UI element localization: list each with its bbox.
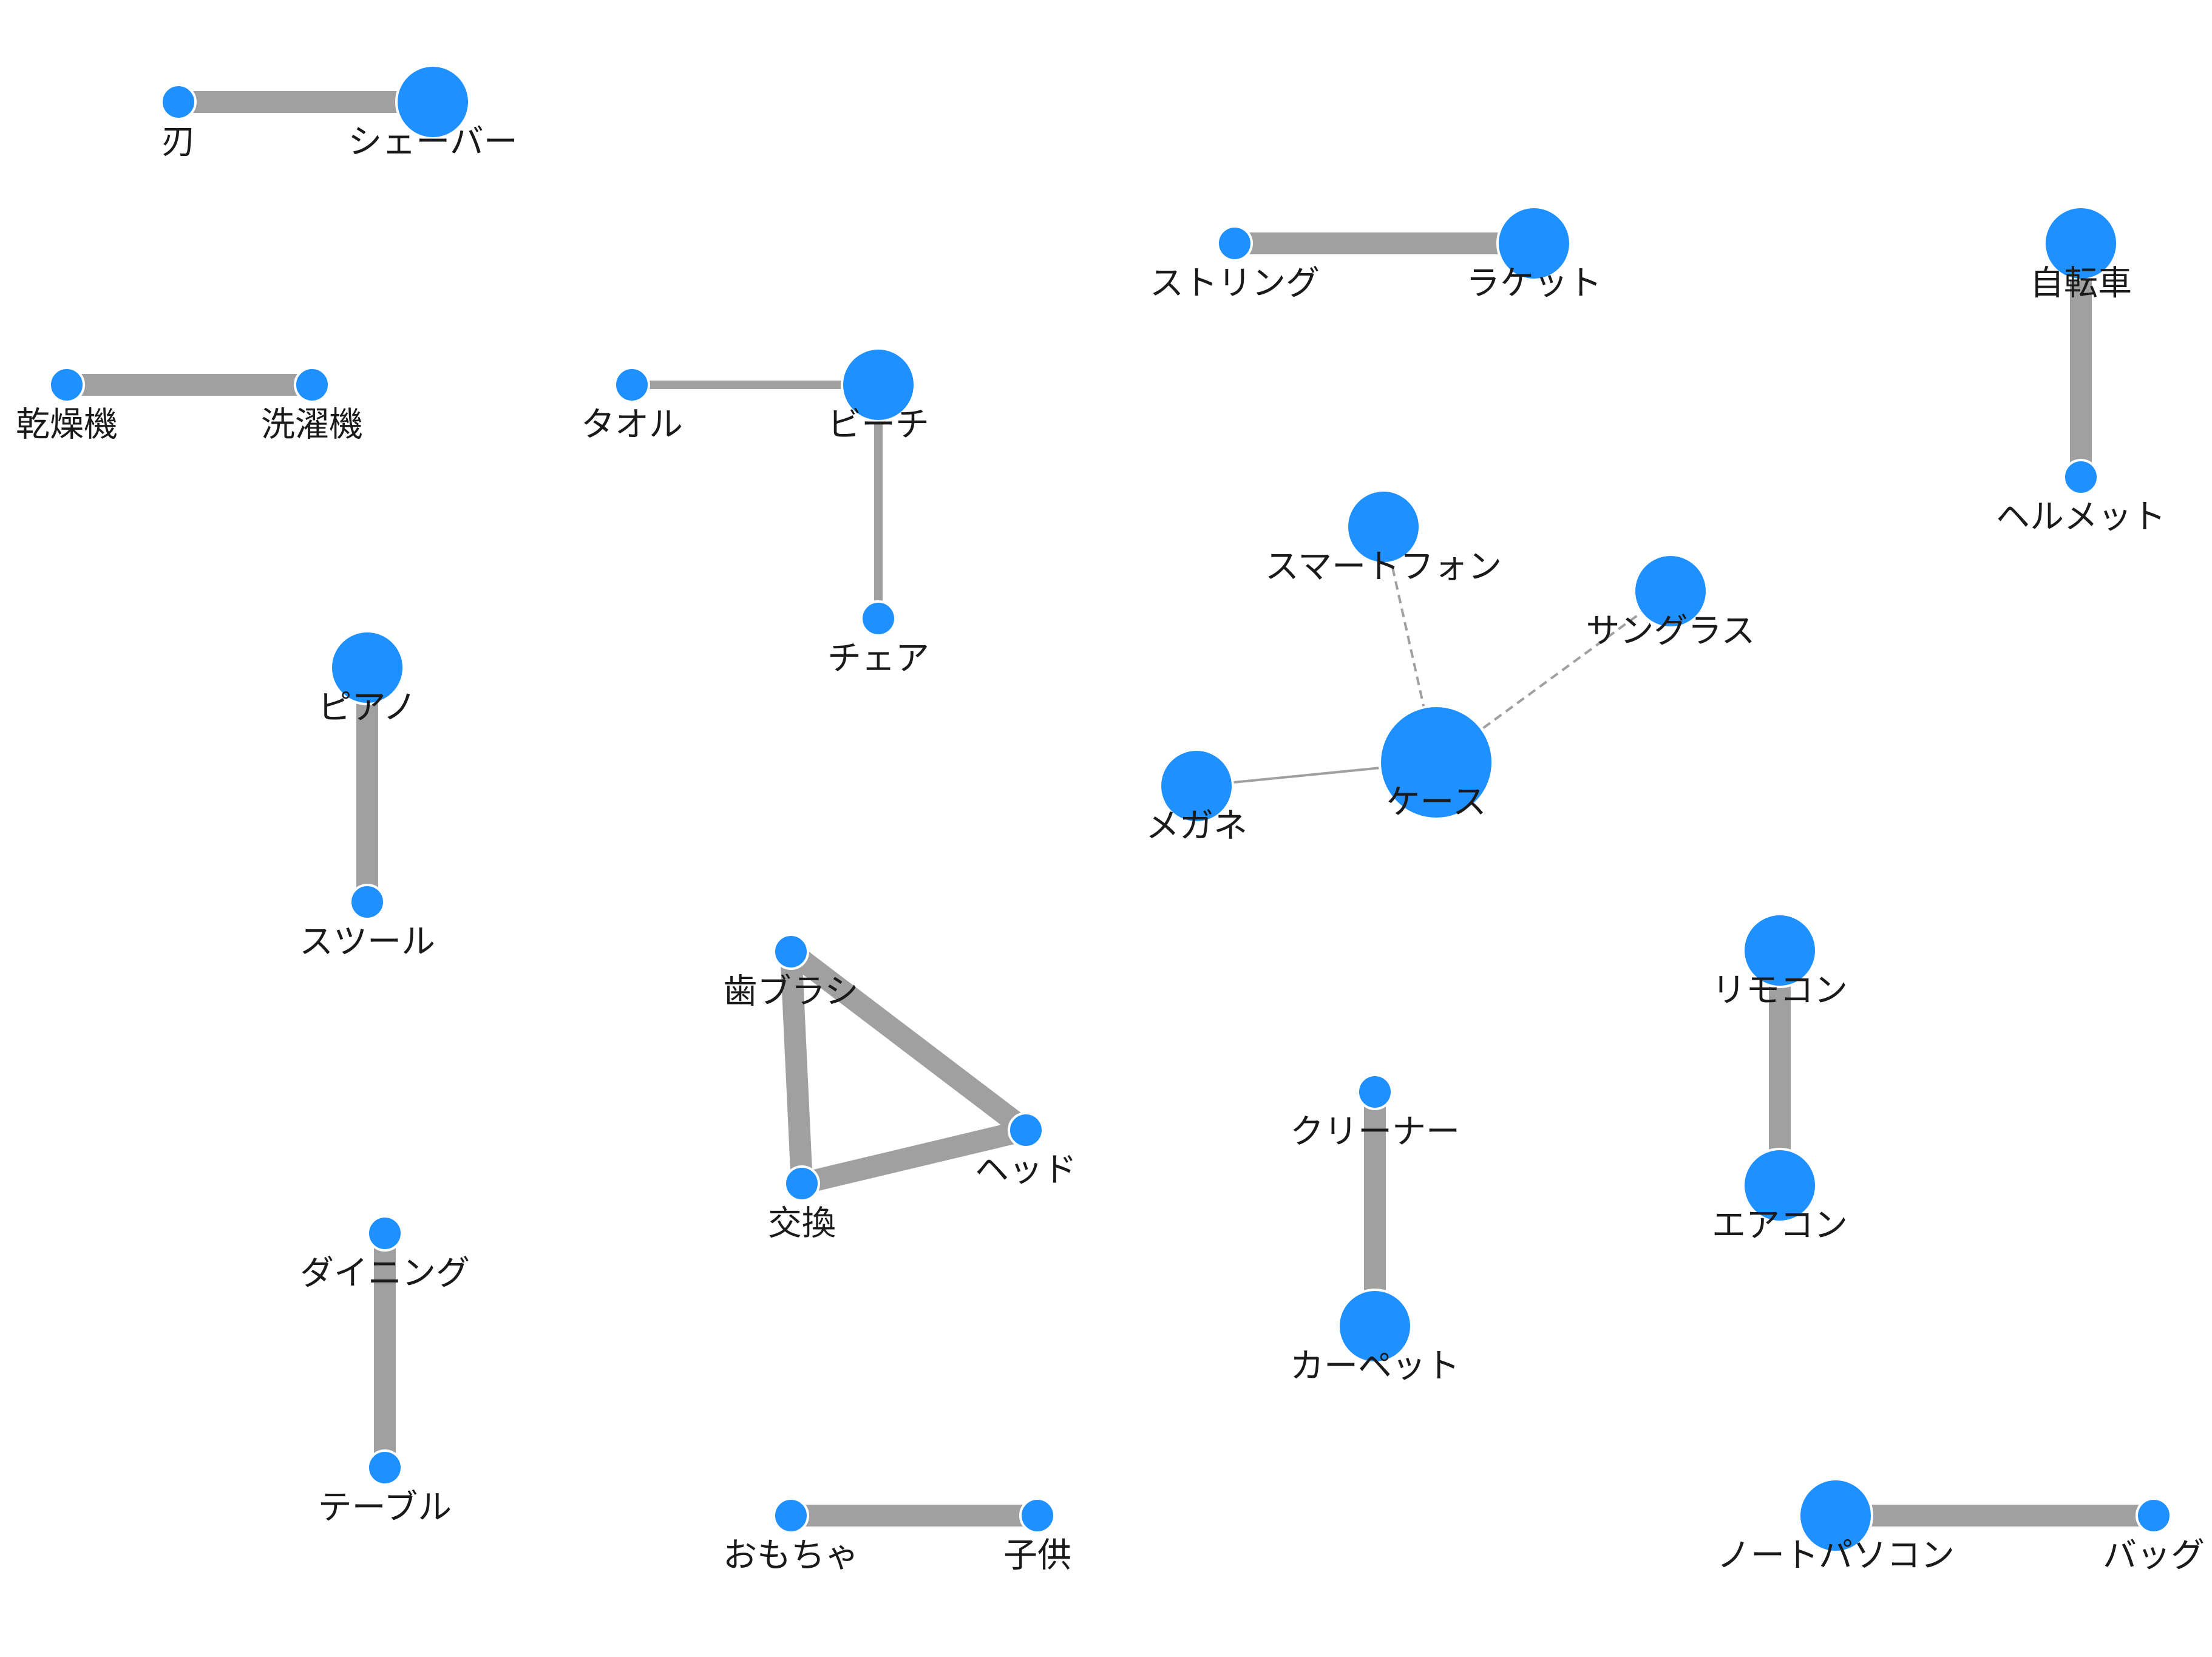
node-helmet[interactable]: [2063, 459, 2099, 495]
node-label-carpet: カーペット: [1290, 1347, 1460, 1386]
node-aircon[interactable]: [1742, 1148, 1817, 1223]
edge-toothbrush-head: [784, 943, 1033, 1139]
node-label-toy: おもちゃ: [723, 1536, 859, 1576]
node-label-washer: 洗濯機: [261, 405, 363, 445]
node-label-laptop: ノートパソコン: [1717, 1536, 1955, 1576]
node-towel[interactable]: [614, 367, 650, 403]
edge-layer: [67, 91, 2154, 1527]
node-label-beach: ビーチ: [827, 405, 929, 445]
node-toothbrush[interactable]: [773, 934, 809, 970]
node-carpet[interactable]: [1337, 1289, 1413, 1364]
node-label-replace: 交換: [768, 1204, 836, 1244]
node-stool[interactable]: [349, 884, 385, 920]
node-smartphone[interactable]: [1346, 489, 1421, 564]
node-label-glasses: メガネ: [1145, 807, 1247, 846]
node-racket[interactable]: [1496, 206, 1572, 281]
node-head[interactable]: [1008, 1112, 1044, 1148]
node-label-table: テーブル: [318, 1488, 452, 1528]
node-child[interactable]: [1019, 1497, 1056, 1534]
node-label-bag: バッグ: [2103, 1536, 2205, 1576]
node-sunglasses[interactable]: [1633, 554, 1708, 629]
node-label-head: ヘッド: [975, 1151, 1077, 1190]
node-label-helmet: ヘルメット: [1996, 498, 2166, 537]
node-label-stool: スツール: [299, 923, 435, 962]
node-bicycle[interactable]: [2043, 206, 2119, 281]
node-label-sunglasses: サングラス: [1586, 612, 1756, 651]
node-piano[interactable]: [330, 630, 405, 705]
node-label-case: ケース: [1386, 783, 1486, 822]
node-table[interactable]: [367, 1449, 403, 1486]
node-label-piano: ピアノ: [318, 688, 417, 728]
node-glasses[interactable]: [1159, 748, 1234, 824]
node-toy[interactable]: [773, 1497, 809, 1534]
node-laptop[interactable]: [1798, 1478, 1873, 1553]
node-label-remote: リモコン: [1712, 971, 1848, 1011]
node-case[interactable]: [1379, 705, 1494, 820]
node-label-blade: 刃: [161, 123, 195, 162]
node-string[interactable]: [1216, 225, 1253, 262]
node-label-smartphone: スマートフォン: [1265, 547, 1502, 587]
edge-replace-head: [799, 1119, 1029, 1194]
node-label-string: ストリング: [1150, 264, 1320, 303]
edge-toothbrush-replace: [780, 951, 813, 1184]
node-cleaner[interactable]: [1357, 1074, 1393, 1110]
node-label-aircon: エアコン: [1712, 1206, 1848, 1245]
node-label-dryer: 乾燥機: [16, 405, 118, 445]
node-label-dining: ダイニング: [300, 1254, 470, 1293]
node-bag[interactable]: [2136, 1497, 2172, 1534]
node-blade[interactable]: [160, 84, 197, 120]
node-replace[interactable]: [784, 1165, 820, 1202]
node-washer[interactable]: [294, 367, 330, 403]
node-label-towel: タオル: [581, 405, 683, 445]
node-label-racket: ラケット: [1466, 264, 1602, 303]
node-label-shaver: シェーバー: [348, 123, 517, 162]
node-beach[interactable]: [841, 347, 916, 422]
node-dryer[interactable]: [49, 367, 85, 403]
node-label-bicycle: 自転車: [2030, 264, 2132, 303]
node-shaver[interactable]: [395, 64, 470, 140]
node-label-toothbrush: 歯ブラシ: [724, 972, 859, 1012]
node-label-child: 子供: [1003, 1536, 1071, 1576]
node-layer: [49, 64, 2172, 1553]
node-label-chair: チェア: [827, 639, 929, 679]
node-label-cleaner: クリーナー: [1290, 1113, 1460, 1152]
node-dining[interactable]: [367, 1215, 403, 1252]
node-remote[interactable]: [1742, 913, 1817, 988]
node-chair[interactable]: [860, 600, 897, 637]
